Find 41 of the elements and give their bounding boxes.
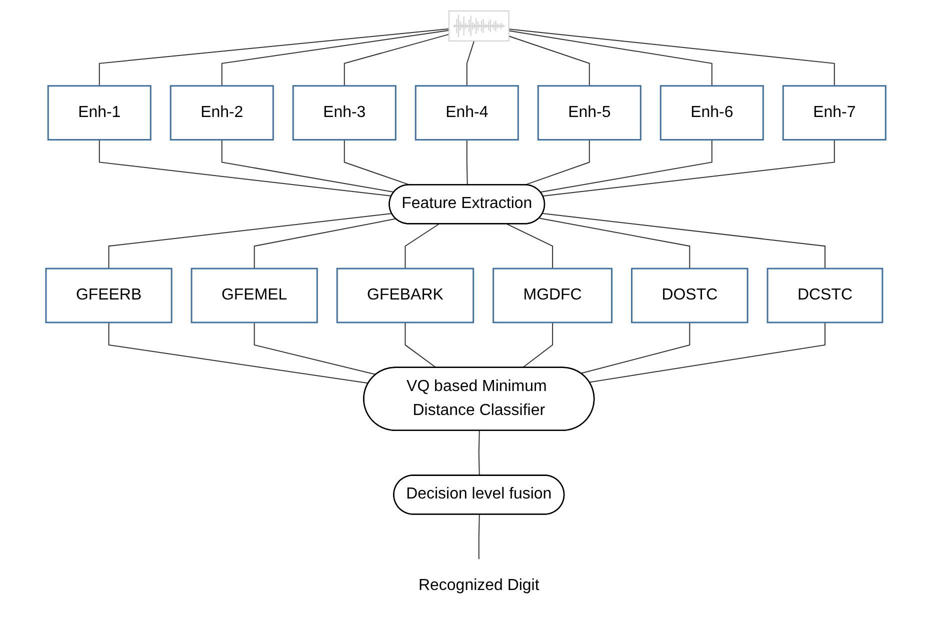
connector	[508, 30, 712, 86]
connector	[478, 430, 480, 476]
node-box: Enh-3	[292, 85, 396, 141]
node-box: Enh-2	[170, 85, 274, 141]
connector	[580, 322, 690, 374]
connector	[478, 514, 480, 560]
connector	[522, 322, 553, 368]
connector	[108, 213, 392, 270]
connector	[98, 28, 450, 86]
connector	[508, 36, 590, 86]
connector	[542, 213, 826, 270]
connector	[254, 218, 396, 270]
connector	[221, 30, 450, 86]
node-box: Enh-7	[782, 85, 886, 141]
connector	[466, 40, 474, 86]
node-text: Recognized Digit	[418, 577, 539, 594]
node-box: Enh-4	[414, 85, 519, 141]
node-box: DCSTC	[766, 268, 883, 324]
connector	[221, 139, 394, 193]
connector	[538, 218, 690, 270]
connector	[542, 139, 835, 197]
connector	[344, 34, 450, 86]
connector	[506, 224, 553, 270]
node-box: Enh-1	[47, 85, 152, 141]
connector	[588, 322, 826, 383]
connector	[404, 224, 439, 270]
connector	[98, 139, 392, 197]
connector	[344, 139, 411, 186]
connector	[108, 322, 369, 384]
node-box: GFEBARK	[336, 268, 474, 324]
connector	[540, 139, 712, 193]
node-box: GFEMEL	[190, 268, 318, 324]
node-box: MGDFC	[492, 268, 612, 324]
node-box: Enh-6	[660, 85, 764, 141]
node-box: Enh-5	[537, 85, 642, 141]
connector	[404, 322, 437, 368]
connector	[508, 28, 835, 86]
connector	[254, 322, 376, 376]
node-box: DOSTC	[630, 268, 748, 324]
node-box: GFEERB	[44, 268, 172, 324]
connector	[466, 139, 468, 186]
